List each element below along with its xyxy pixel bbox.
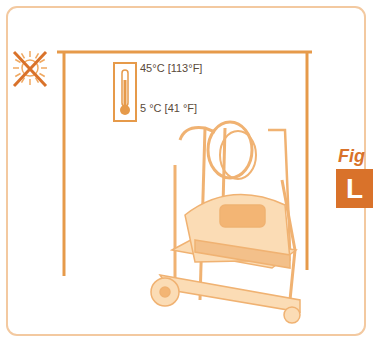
figure-tag: FigL [336,147,373,208]
sun-crossed [13,51,47,86]
pool-cleaner-cart [151,122,300,323]
shelter [57,52,312,276]
figure-caption: Fig [338,147,373,165]
temperature-label: 5 °C [41 °F] [140,102,197,114]
frame [7,7,365,335]
figure-letter: L [336,169,373,208]
thermometer [114,63,136,121]
temperature-label: 45°C [113°F] [140,62,202,74]
